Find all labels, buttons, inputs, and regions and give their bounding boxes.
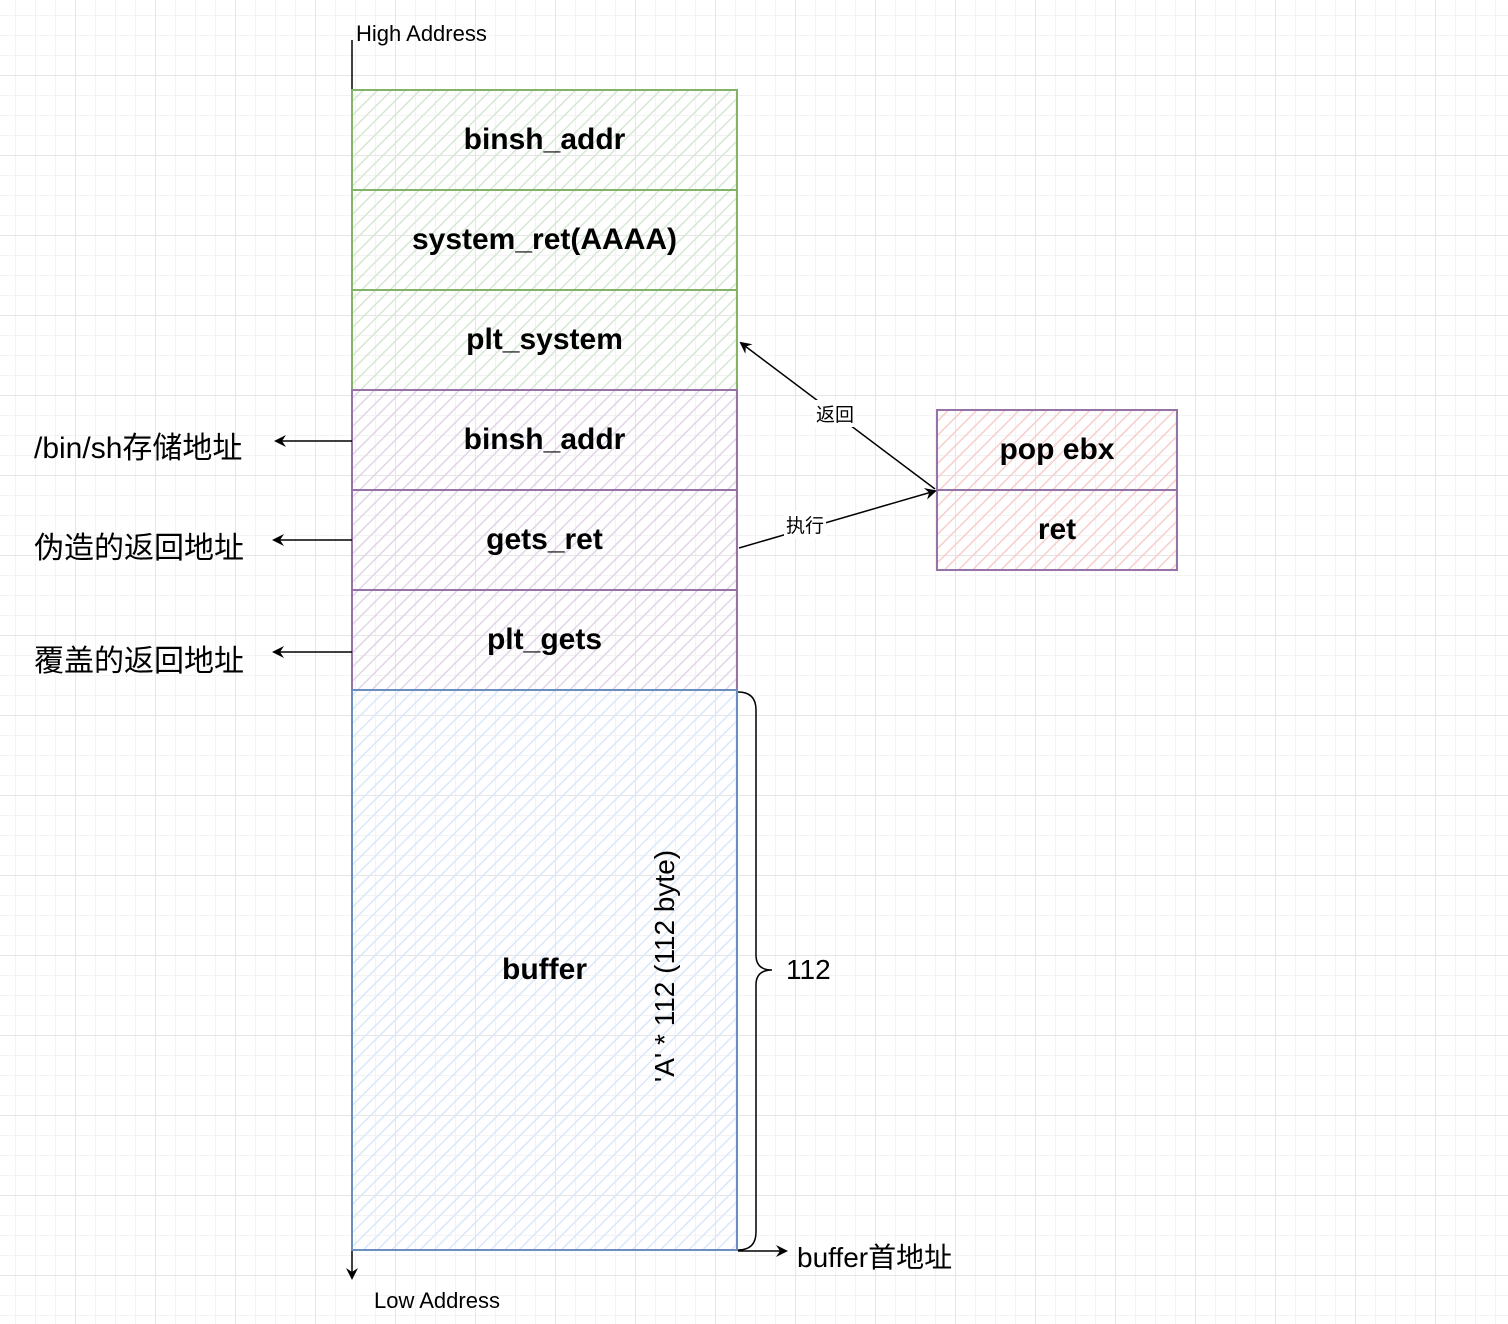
- side-label-overwritten-return: 覆盖的返回地址: [34, 645, 244, 678]
- buffer-start-label: buffer首地址: [797, 1242, 953, 1273]
- block-label-plt-gets: plt_gets: [486, 623, 603, 656]
- side-label-fake-return: 伪造的返回地址: [34, 532, 244, 565]
- execute-label: 执行: [784, 511, 827, 538]
- block-label-system-ret: system_ret(AAAA): [411, 223, 678, 256]
- gadget-block-ret: [936, 489, 1178, 571]
- return-label: 返回: [814, 400, 857, 427]
- block-label-binsh-addr-green: binsh_addr: [463, 123, 626, 156]
- arrow-execute: [738, 488, 937, 549]
- side-label-binsh-storage: /bin/sh存储地址: [34, 432, 243, 465]
- buffer-size-label: 112: [786, 954, 831, 985]
- gadget-label-ret: ret: [1037, 513, 1077, 546]
- block-label-plt-system: plt_system: [466, 323, 623, 356]
- low-address-label: Low Address: [374, 1288, 500, 1313]
- stack-block-buffer: [351, 689, 738, 1251]
- stack-block-plt-gets: [351, 589, 738, 691]
- gadget-label-pop-ebx: pop ebx: [999, 433, 1115, 466]
- block-label-buffer: buffer: [502, 953, 587, 986]
- stack-block-binsh-addr-purple: [351, 389, 738, 491]
- buffer-fill-note: 'A' * 112 (112 byte): [649, 849, 680, 1083]
- size-brace: [737, 691, 773, 1251]
- gadget-block-pop-ebx: [936, 409, 1178, 491]
- block-label-gets-ret: gets_ret: [486, 523, 603, 556]
- block-label-binsh-addr-purple: binsh_addr: [463, 423, 626, 456]
- stack-block-system-ret: [351, 189, 738, 291]
- stack-block-gets-ret: [351, 489, 738, 591]
- high-address-label: High Address: [356, 21, 487, 46]
